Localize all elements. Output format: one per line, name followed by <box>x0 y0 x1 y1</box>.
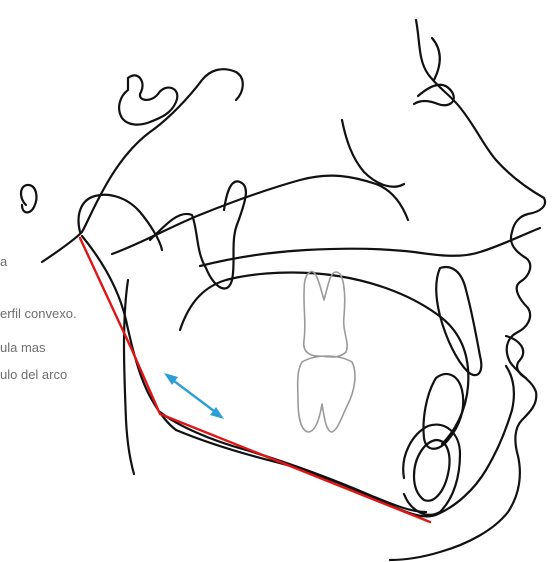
condyle-outline <box>79 195 162 250</box>
note-line-1: a <box>0 254 7 270</box>
orbit-outline <box>21 185 36 212</box>
pterygoid-line <box>112 176 408 254</box>
measurement-arrow <box>164 373 224 419</box>
upper-molar-outline <box>304 271 347 357</box>
mandible-inner-outline <box>160 412 426 512</box>
upper-incisor-outline <box>436 267 481 375</box>
note-line-4: ulo del arco <box>0 367 67 383</box>
ramus-inner-line <box>124 280 134 474</box>
palatal-line <box>200 228 540 266</box>
mandibular-plane-line <box>80 238 430 522</box>
ramus-outline <box>82 236 176 430</box>
nasion-line <box>432 38 440 80</box>
lower-molar-outline <box>298 356 355 432</box>
note-line-2: erfil convexo. <box>0 306 77 322</box>
note-line-3: ula mas <box>0 340 46 356</box>
coronoid-outline <box>150 181 246 288</box>
